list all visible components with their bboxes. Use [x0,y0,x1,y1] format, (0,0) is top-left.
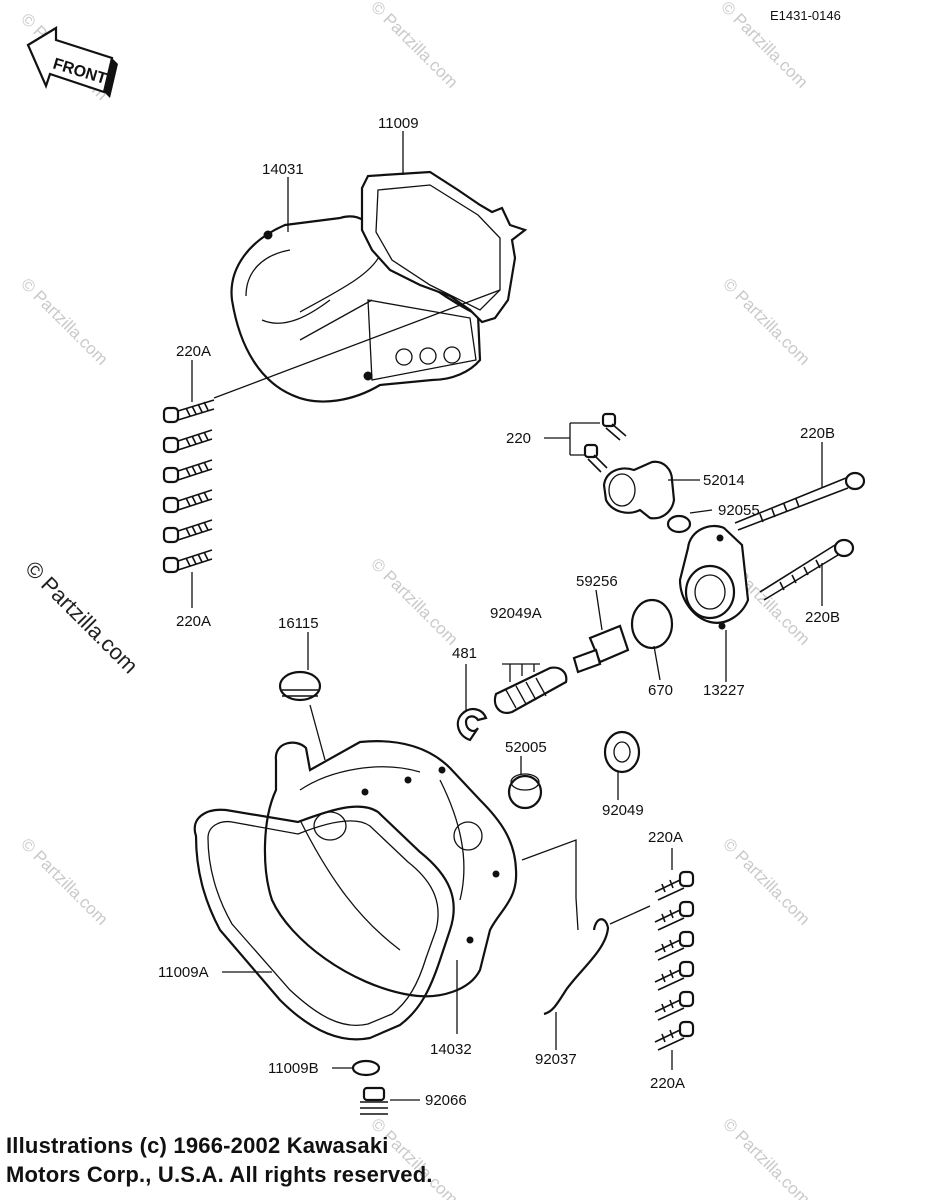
diagram-code: E1431-0146 [770,8,841,23]
pipe-92037 [521,839,651,1050]
gasket-11009A [193,805,455,1041]
label-52005: 52005 [505,739,547,756]
bolt-icon [162,429,213,454]
label-16115: 16115 [278,615,319,632]
seal-92049 [603,730,641,800]
label-14032: 14032 [430,1041,472,1058]
bolt-icon [583,443,608,473]
label-220B-upper: 220B [800,425,835,442]
label-92049A: 92049A [490,605,542,622]
label-481: 481 [452,645,477,662]
water-pipe-assembly [544,412,713,534]
leader-bolt-axis [213,289,501,399]
watermark: © Partzilla.com [17,274,111,368]
bolt-icon [162,549,213,574]
label-11009A: 11009A [158,964,209,981]
bolt-icon [162,489,213,514]
leader-670 [653,645,661,681]
label-220: 220 [506,430,531,447]
label-92049: 92049 [602,802,644,819]
label-92037: 92037 [535,1051,577,1068]
bolt-icon [654,990,695,1021]
label-11009: 11009 [378,115,419,132]
pump-housing-13227 [678,524,750,682]
bolt-column-left [162,360,215,608]
long-bolt-lower [759,538,855,606]
bolt-icon [654,870,695,901]
watermark: © Partzilla.com [719,834,813,928]
label-13227: 13227 [703,682,745,699]
bolt-icon [654,900,695,931]
label-220A-right-top: 220A [648,829,683,846]
label-92055: 92055 [718,502,760,519]
impeller-59256 [572,589,630,674]
copyright-line-2: Motors Corp., U.S.A. All rights reserved… [6,1162,433,1187]
watermark: © Partzilla.com [367,554,461,648]
bolt-icon [162,519,213,544]
filler-cap-16115 [278,632,326,761]
label-220A-top-lower: 220A [176,613,211,630]
watermark: © Partzilla.com [719,274,813,368]
bolt-icon [654,960,695,991]
shaft-92049A [493,663,568,714]
bolt-icon [162,459,213,484]
label-52014: 52014 [703,472,745,489]
o-ring-670 [630,598,674,650]
circlip-481 [456,708,488,742]
label-14031: 14031 [262,161,304,178]
label-670: 670 [648,682,673,699]
washer-11009B [332,1059,381,1077]
watermark: © Partzilla.com [719,1114,813,1200]
long-bolt-upper [734,442,866,531]
label-220B-lower: 220B [805,609,840,626]
gasket-11009 [360,170,528,324]
label-92066: 92066 [425,1092,467,1109]
bolt-icon [654,1020,695,1051]
seal-52005 [507,756,543,810]
watermark: © Partzilla.com [17,834,111,928]
clutch-cover-14032 [263,740,518,998]
drain-plug-92066 [360,1086,420,1115]
label-11009B: 11009B [268,1060,319,1077]
watermark: © Partzilla.com [367,0,461,92]
bolt-column-right [654,848,695,1070]
side-watermark: © Partzilla.com [20,556,143,679]
bolt-icon [654,930,695,961]
bolt-icon [601,412,627,441]
front-arrow-icon: FRONT [26,26,118,98]
bolt-icon [162,399,215,424]
label-220A-top: 220A [176,343,211,360]
label-220A-right-bottom: 220A [650,1075,685,1092]
copyright-line-1: Illustrations (c) 1966-2002 Kawasaki [6,1133,389,1158]
label-59256: 59256 [576,573,618,590]
